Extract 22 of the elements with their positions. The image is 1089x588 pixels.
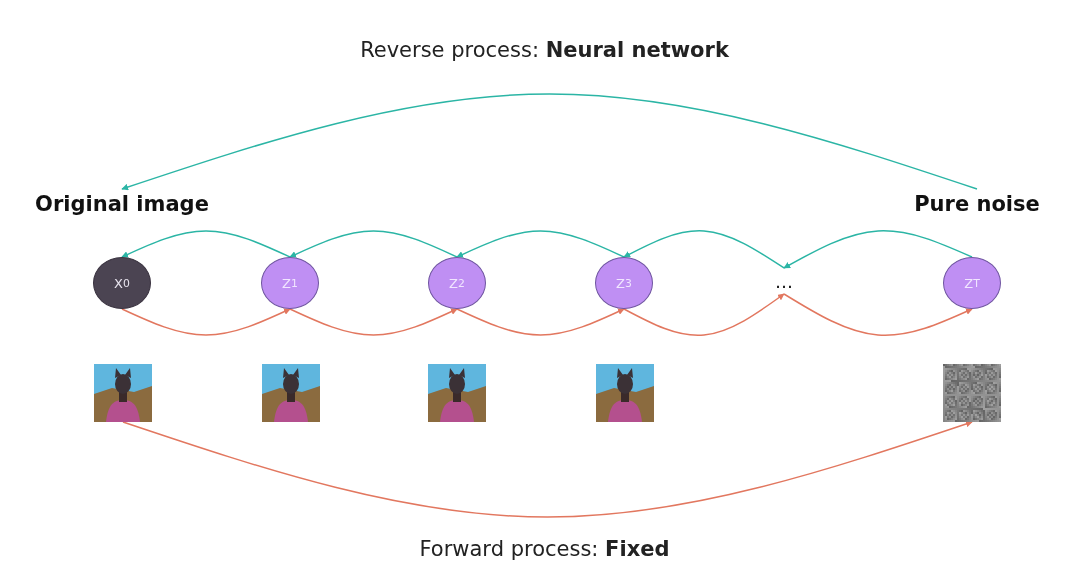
caption: Forward process: Fixed bbox=[419, 537, 670, 561]
node-label: Original image bbox=[33, 189, 211, 219]
arrow bbox=[783, 293, 973, 337]
arrow bbox=[456, 230, 625, 258]
arrow bbox=[289, 230, 458, 258]
noise-image-placeholder bbox=[943, 364, 1001, 422]
arrow bbox=[623, 293, 785, 337]
photo-placeholder bbox=[428, 364, 486, 422]
arrow bbox=[623, 230, 785, 269]
photo-placeholder bbox=[94, 364, 152, 422]
arrow bbox=[121, 308, 291, 336]
arrow bbox=[783, 230, 973, 269]
photo-placeholder bbox=[596, 364, 654, 422]
ellipsis: … bbox=[766, 268, 802, 294]
arrow bbox=[121, 93, 978, 191]
arrow bbox=[456, 308, 625, 336]
arrow bbox=[122, 420, 973, 518]
arrow bbox=[121, 230, 291, 258]
title: Reverse process: Neural network bbox=[360, 38, 729, 62]
node-label: Pure noise bbox=[914, 189, 1040, 219]
arrow bbox=[289, 308, 458, 336]
photo-placeholder bbox=[262, 364, 320, 422]
